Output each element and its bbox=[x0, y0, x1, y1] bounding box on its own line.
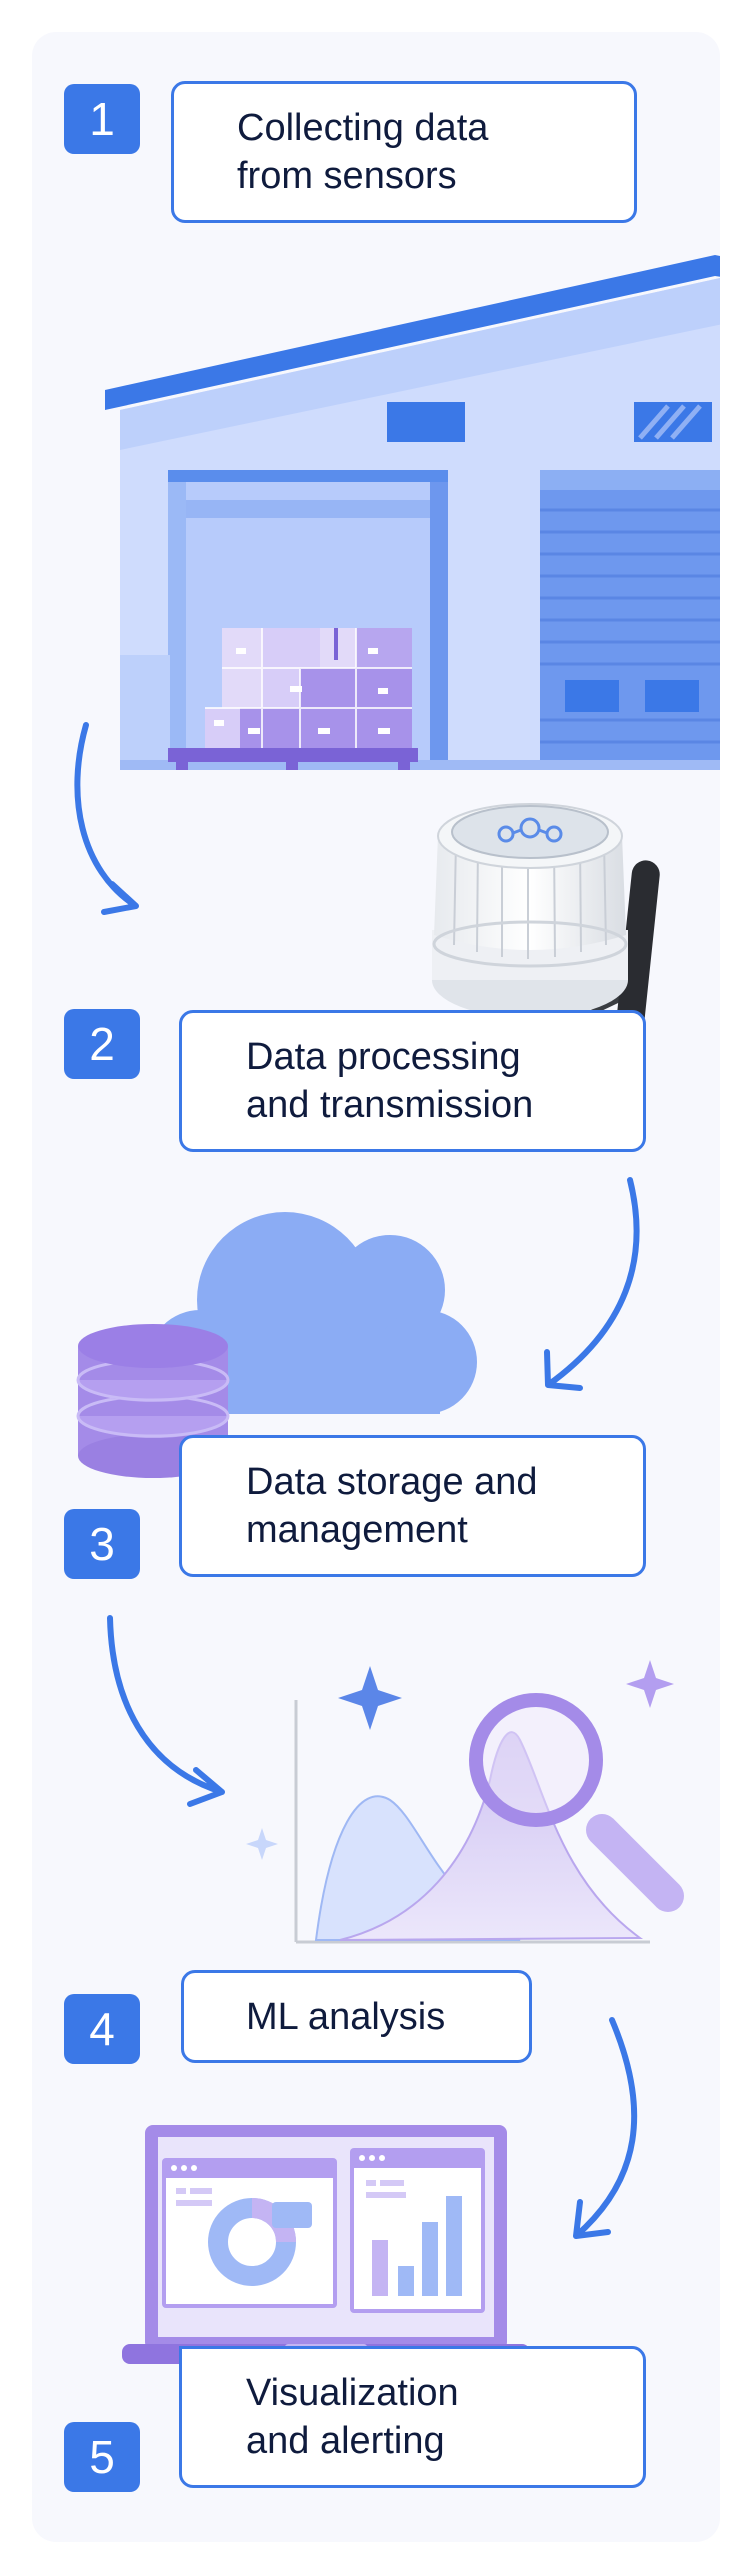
step-label-3: Data storage and management bbox=[246, 1461, 538, 1551]
step-label-box-1: Collecting data from sensors bbox=[171, 81, 637, 223]
warehouse-icon bbox=[105, 255, 720, 770]
step-label-5: Visualization and alerting bbox=[246, 2372, 459, 2462]
step-label-2: Data processing and transmission bbox=[246, 1036, 534, 1126]
laptop-dashboard-icon bbox=[122, 2125, 530, 2364]
step-number-badge-5: 5 bbox=[64, 2422, 140, 2492]
step-number-badge-2: 2 bbox=[64, 1009, 140, 1079]
flow-arrow-3 bbox=[107, 1615, 225, 1807]
flow-arrow-4 bbox=[573, 2017, 638, 2239]
step-number-badge-4: 4 bbox=[64, 1994, 140, 2064]
flow-arrow-1 bbox=[74, 722, 139, 915]
cloud-database-icon bbox=[76, 1212, 477, 1478]
step-label-box-5: Visualization and alerting bbox=[179, 2346, 646, 2488]
step-number-badge-3: 3 bbox=[64, 1509, 140, 1579]
sensor-device-icon bbox=[432, 803, 660, 1038]
step-number-badge-1: 1 bbox=[64, 84, 140, 154]
step-label-box-2: Data processing and transmission bbox=[179, 1010, 646, 1152]
step-label-box-3: Data storage and management bbox=[179, 1435, 646, 1577]
step-label-box-4: ML analysis bbox=[181, 1970, 532, 2063]
flow-arrow-2 bbox=[544, 1177, 640, 1391]
step-label-4: ML analysis bbox=[246, 1995, 446, 2038]
stacked-boxes bbox=[168, 628, 418, 770]
step-label-1: Collecting data from sensors bbox=[237, 107, 489, 197]
distribution-chart-icon bbox=[246, 1660, 684, 1944]
